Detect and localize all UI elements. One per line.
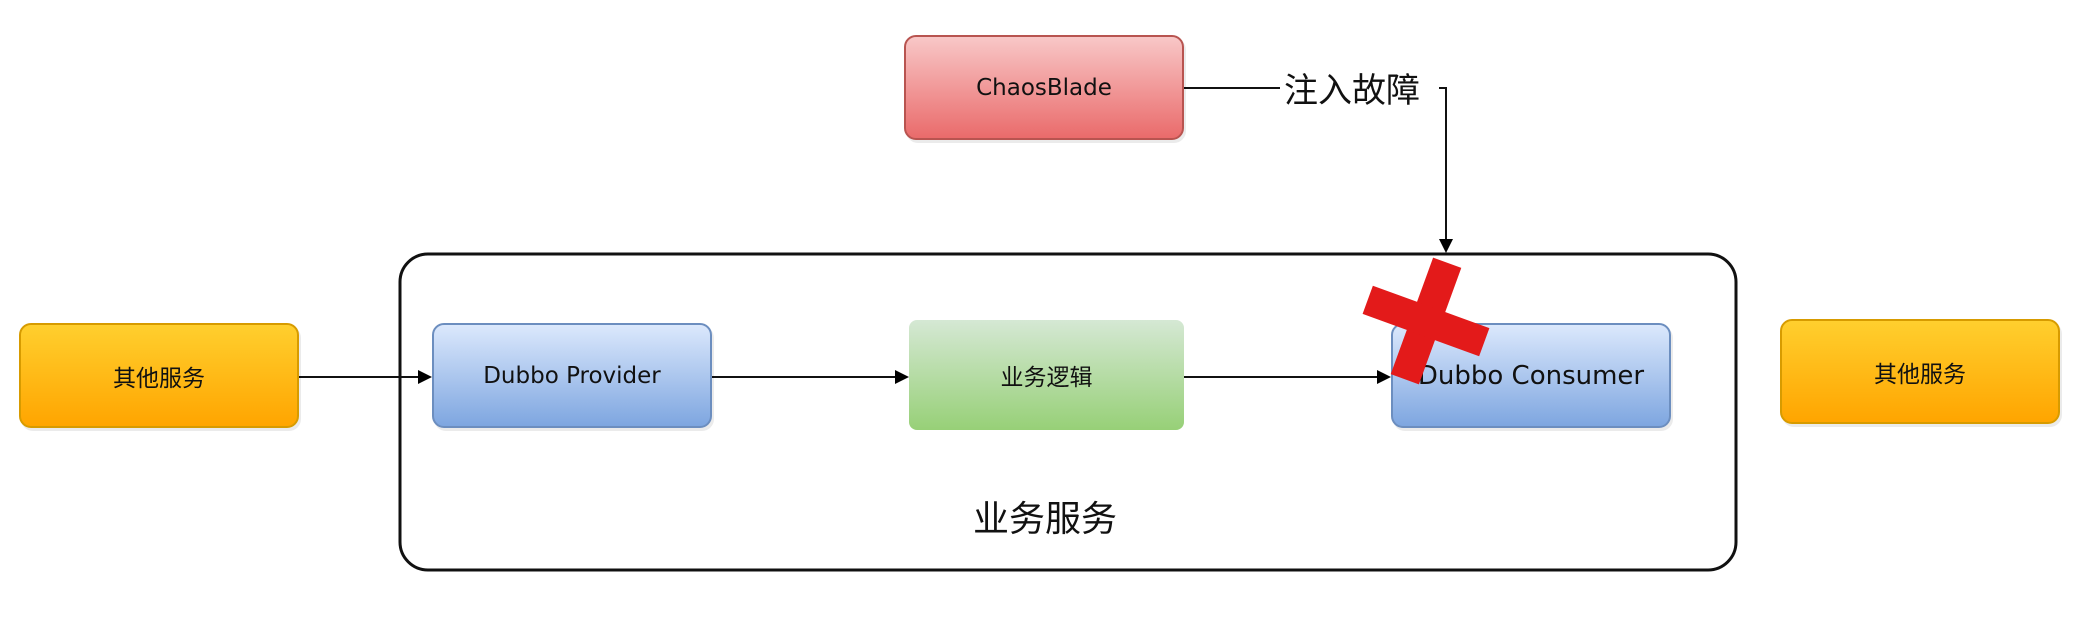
business-logic-node: 业务逻辑	[909, 320, 1184, 430]
chaosblade-node: ChaosBlade	[904, 35, 1184, 140]
other-service-left-node: 其他服务	[19, 323, 299, 428]
chaosblade-label: ChaosBlade	[976, 74, 1112, 101]
dubbo-provider-label: Dubbo Provider	[483, 362, 661, 389]
dubbo-consumer-label: Dubbo Consumer	[1417, 360, 1645, 391]
business-service-group-label: 业务服务	[972, 499, 1117, 540]
other-service-right-node: 其他服务	[1780, 319, 2060, 424]
inject-fault-label: 注入故障	[1280, 63, 1424, 112]
business-logic-label: 业务逻辑	[1000, 365, 1093, 391]
chaosblade-to-consumer-connector	[1184, 87, 1446, 251]
dubbo-provider-node: Dubbo Provider	[432, 323, 712, 428]
fault-x-icon	[1362, 257, 1490, 385]
other-service-right-label: 其他服务	[1874, 361, 1966, 388]
other-service-left-label: 其他服务	[113, 365, 205, 392]
